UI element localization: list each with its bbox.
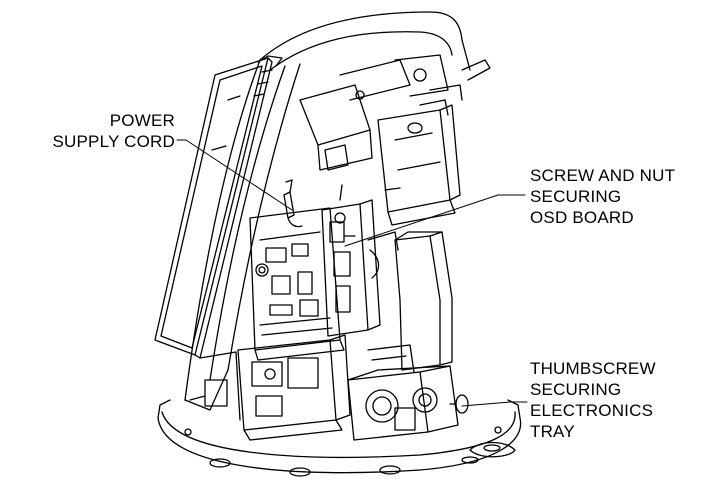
hinge-mechanism	[299, 54, 491, 171]
callout-power-supply-cord: POWER SUPPLY CORD	[20, 110, 175, 152]
leader-thumbscrew	[461, 401, 528, 407]
power-cord-plug	[283, 179, 303, 228]
side-bracket	[377, 99, 461, 226]
electronics-board	[249, 207, 345, 361]
callout-line: ELECTRONICS	[530, 401, 654, 420]
callout-line: SECURING	[530, 187, 622, 206]
callout-line: THUMBSCREW	[530, 359, 656, 378]
leader-osd-screw	[344, 194, 526, 247]
callout-thumbscrew: THUMBSCREW SECURING ELECTRONICS TRAY	[530, 358, 656, 442]
foot-pad	[469, 441, 516, 458]
callout-line: SUPPLY CORD	[52, 132, 175, 151]
display-panel	[154, 57, 273, 359]
leader-power-cord	[176, 139, 293, 211]
thumbscrew	[449, 394, 469, 414]
base-plate	[157, 399, 522, 477]
callout-line: POWER	[109, 111, 175, 130]
callout-line: SCREW AND NUT	[530, 166, 676, 185]
callout-screw-and-nut: SCREW AND NUT SECURING OSD BOARD	[530, 165, 675, 228]
callout-line: OSD BOARD	[530, 208, 634, 227]
callout-line: SECURING	[530, 380, 622, 399]
support-column	[367, 231, 453, 371]
callout-line: TRAY	[530, 422, 575, 441]
electronics-tray	[189, 334, 351, 441]
osd-board	[321, 184, 381, 337]
stand-arch	[184, 11, 471, 411]
fan-housing	[347, 344, 459, 441]
